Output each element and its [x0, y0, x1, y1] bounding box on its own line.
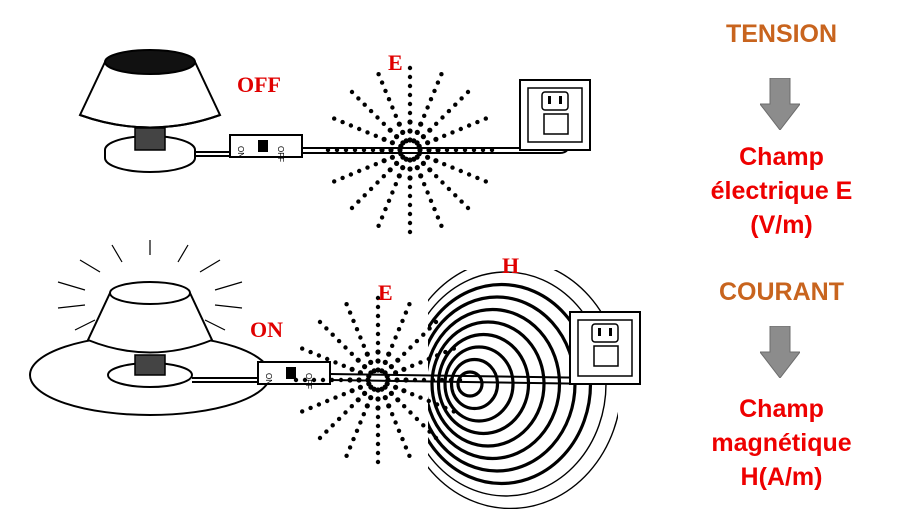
explanation-panel: TENSION Champ électrique E (V/m) COURANT… [650, 0, 913, 509]
magnetic-field-line-2: magnétique [711, 429, 852, 457]
wall-outlet-bottom [569, 311, 641, 385]
switch-box-top: ON OFF [229, 134, 303, 162]
electric-field-symbol-top: E [388, 50, 403, 75]
down-arrow-icon [760, 78, 800, 130]
light-rays [57, 240, 243, 331]
electric-field-line-2: électrique E [710, 177, 853, 205]
electric-field-line-1: Champ [739, 143, 824, 171]
switch-on-text-bottom: ON [264, 373, 273, 385]
switch-off-text-top: OFF [276, 146, 285, 162]
lamp-off [78, 49, 222, 173]
off-state-label: OFF [237, 72, 281, 97]
electric-field-line-3: (V/m) [750, 211, 813, 239]
magnetic-field-line-1: Champ [739, 395, 824, 423]
electric-field-burst-bottom [293, 295, 463, 465]
electric-field-symbol-bottom: E [378, 280, 393, 305]
on-state-label: ON [250, 317, 283, 342]
tension-heading: TENSION [725, 20, 838, 48]
switch-on-text-top: ON [236, 146, 245, 158]
courant-heading: COURANT [719, 278, 844, 306]
down-arrow-icon [760, 326, 800, 378]
switch-box-bottom: ON OFF [257, 361, 331, 389]
wall-outlet-top [519, 79, 591, 151]
electric-field-burst-top [325, 65, 495, 235]
switch-off-text-bottom: OFF [304, 373, 313, 389]
lamp-on [29, 281, 271, 416]
magnetic-field-symbol: H [502, 253, 519, 278]
magnetic-field-line-3: H(A/m) [740, 463, 823, 491]
